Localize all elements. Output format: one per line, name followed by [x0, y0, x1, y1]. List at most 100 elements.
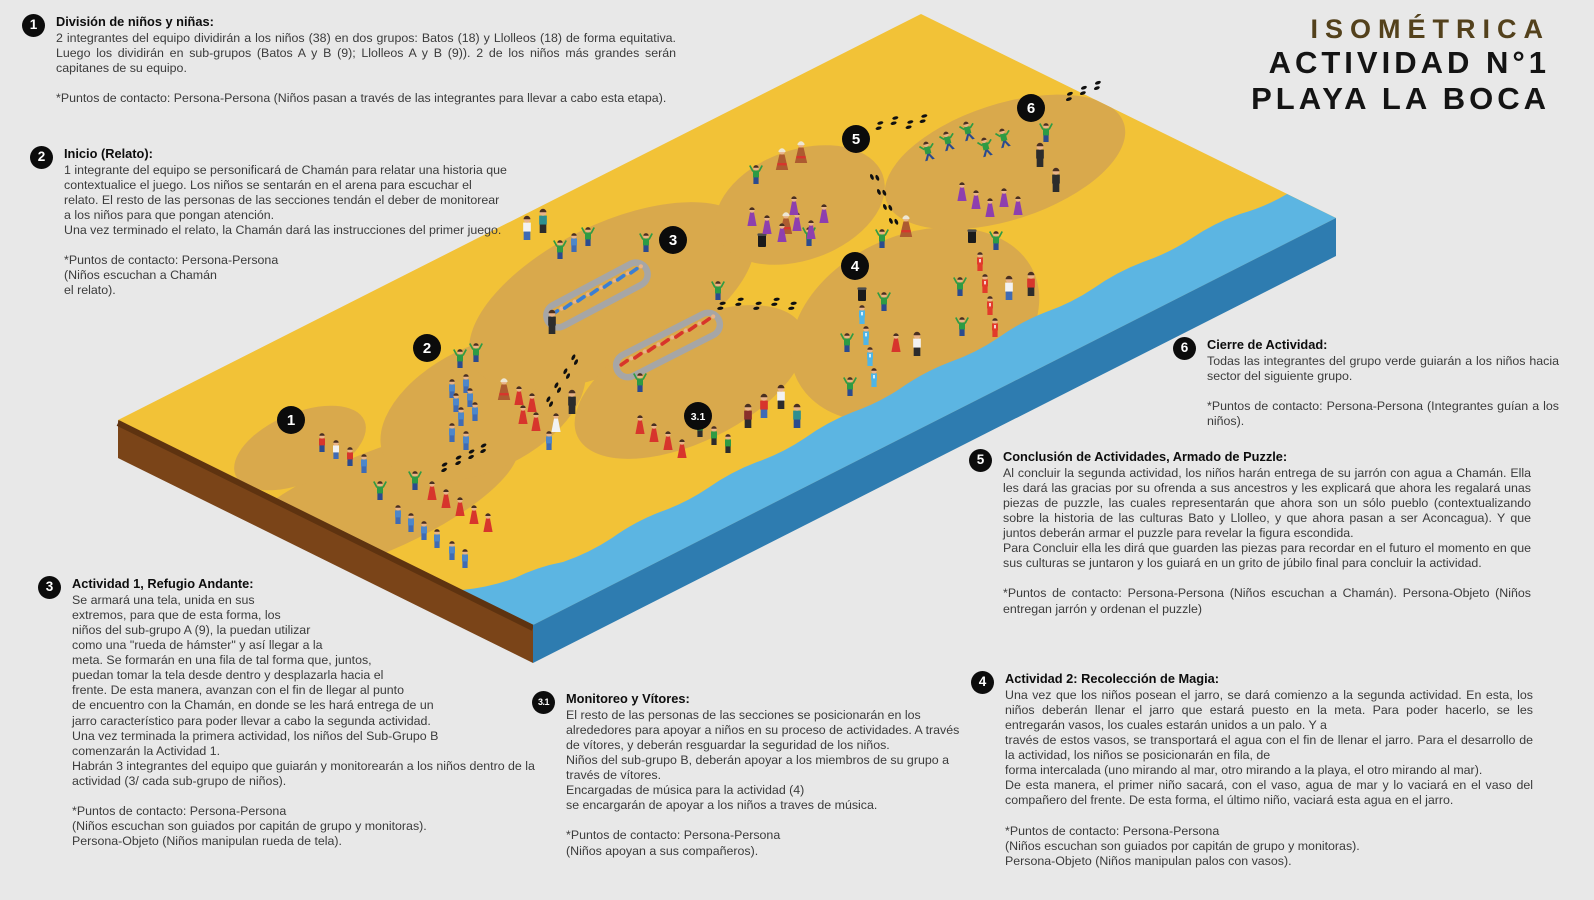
map-marker-6: 6 [1017, 94, 1045, 122]
adult-figure [913, 331, 921, 356]
block-text: Actividad 2: Recolección de Magia:Una ve… [1005, 670, 1533, 869]
chaman-figure [899, 215, 913, 237]
chaman-figure [794, 141, 808, 163]
child-figure [421, 521, 427, 540]
block-paragraph: Una vez que los niños posean el jarro, s… [1005, 687, 1533, 808]
adult-figure [793, 403, 801, 428]
chaman-figure [775, 148, 789, 170]
child-dress-figure [518, 405, 528, 424]
trash-bin [967, 229, 977, 243]
child-dress-figure [985, 198, 995, 217]
adult-figure [744, 403, 752, 428]
child-dress-figure [551, 413, 561, 432]
footprints-trail [875, 114, 928, 130]
footprints-trail [1065, 80, 1101, 102]
svg-text:2: 2 [423, 340, 431, 357]
costume-child-figure [867, 347, 873, 366]
block-paragraph: *Puntos de contacto: Persona-Persona (Ni… [566, 828, 781, 858]
child-figure [725, 434, 731, 453]
child-dress-figure [441, 489, 451, 508]
title-line-isometrica: ISOMÉTRICA [1310, 14, 1550, 44]
sea-surface [462, 194, 1336, 625]
wheel-child-figure [687, 321, 702, 332]
running-monitor-figure [959, 121, 975, 142]
block-heading: Cierre de Actividad: [1207, 337, 1328, 352]
child-dress-figure [747, 207, 757, 226]
child-dress-figure [663, 431, 673, 450]
trash-bin [757, 233, 767, 247]
costume-child-figure [982, 274, 988, 293]
child-figure [472, 402, 478, 421]
block-heading: Conclusión de Actividades, Armado de Puz… [1003, 449, 1288, 464]
map-marker-3: 3 [659, 226, 687, 254]
footprints-trail [869, 174, 899, 225]
block-heading: División de niños y niñas: [56, 14, 214, 29]
adult-figure [1036, 142, 1044, 167]
block-paragraph: *Puntos de contacto: Persona-Persona (In… [1207, 398, 1559, 428]
svg-text:3.1: 3.1 [691, 411, 706, 423]
dirt-edge [116, 420, 535, 631]
costume-child-figure [977, 252, 983, 271]
child-figure [711, 426, 717, 445]
monitor-figure [749, 165, 763, 184]
child-dress-figure [677, 439, 687, 458]
child-dress-figure [455, 497, 465, 516]
child-dress-figure [806, 220, 816, 239]
adult-figure [1027, 271, 1035, 296]
costume-child-figure [992, 318, 998, 337]
block-paragraph: Al concluir la segunda actividad, los ni… [1003, 465, 1531, 571]
child-figure [347, 447, 353, 466]
child-figure [458, 407, 464, 426]
costume-child-figure [863, 326, 869, 345]
dirt-side-face [118, 420, 533, 663]
fabric-wheel [543, 259, 651, 331]
block-paragraph: *Puntos de contacto: Persona-Persona (Ni… [56, 90, 667, 105]
svg-text:4: 4 [851, 258, 860, 275]
svg-text:3: 3 [669, 232, 677, 249]
child-dress-figure [635, 415, 645, 434]
wheel-child-figure [562, 299, 577, 310]
step-number-badge: 3.1 [532, 691, 555, 714]
svg-text:6: 6 [1027, 100, 1035, 117]
monitor-figure [639, 233, 653, 252]
monitor-figure [843, 377, 857, 396]
monitor-figure [875, 229, 889, 248]
child-figure [333, 440, 339, 459]
wheel-child-figure [701, 314, 716, 325]
map-marker-4: 4 [841, 252, 869, 280]
map-marker-2: 2 [413, 334, 441, 362]
monitor-figure [373, 481, 387, 500]
monitor-figure [408, 471, 422, 490]
child-dress-figure [957, 182, 967, 201]
block-paragraph: Todas las integrantes del grupo verde gu… [1207, 353, 1559, 383]
wheel-child-figure [674, 328, 688, 339]
wheel-child-figure [619, 356, 634, 367]
step-number-badge: 5 [969, 449, 992, 472]
adult-figure [523, 215, 531, 240]
child-dress-figure [531, 412, 541, 431]
wheel-child-figure [589, 285, 604, 296]
wheel-child-figure [629, 264, 643, 275]
wheel-child-figure [615, 271, 630, 282]
adult-figure [1005, 275, 1013, 300]
child-dress-figure [469, 505, 479, 524]
step-number-badge: 1 [22, 14, 45, 37]
step-number-badge: 2 [30, 146, 53, 169]
child-figure [463, 374, 469, 393]
wheel-child-figure [660, 335, 675, 346]
wheel-child-figure [633, 349, 647, 360]
wheel-child-figure [576, 292, 591, 303]
child-figure [449, 423, 455, 442]
block-text: Conclusión de Actividades, Armado de Puz… [1003, 448, 1531, 617]
map-marker-1: 1 [277, 406, 305, 434]
block-paragraph: *Puntos de contacto: Persona-Persona (Ni… [64, 253, 279, 298]
child-dress-figure [891, 333, 901, 352]
svg-text:1: 1 [287, 412, 295, 429]
costume-child-figure [987, 296, 993, 315]
monitor-figure [877, 292, 891, 311]
block-paragraph: *Puntos de contacto: Persona-Persona (Ni… [1005, 823, 1360, 868]
monitor-figure [953, 277, 967, 296]
